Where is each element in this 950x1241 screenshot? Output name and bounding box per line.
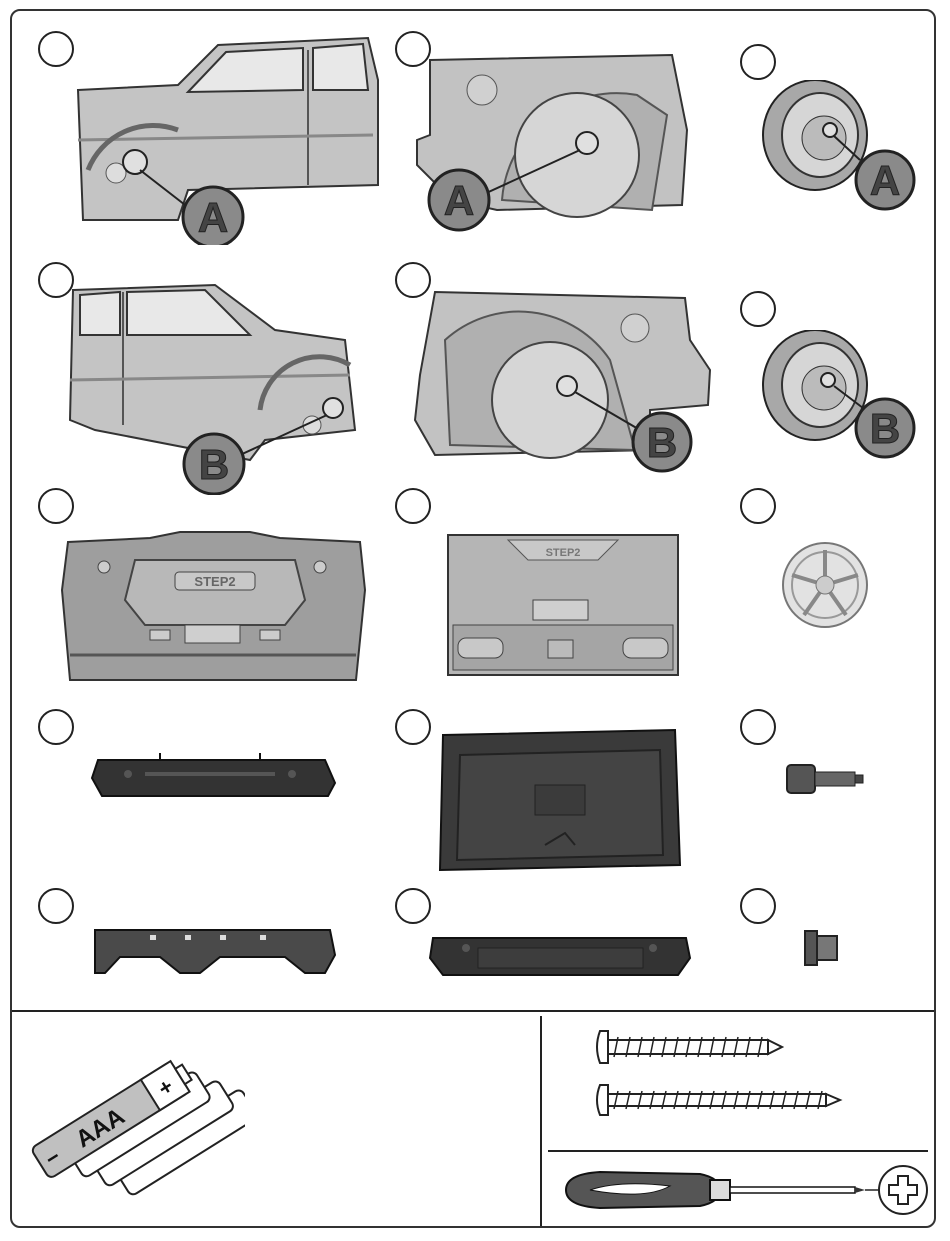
svg-text:A: A: [198, 194, 228, 241]
callout-a: A: [429, 170, 489, 230]
callout-a: A: [856, 151, 914, 209]
left-rear-fender: A: [412, 40, 702, 240]
long-screw-icon: [594, 1083, 844, 1117]
part-number-circle: [395, 709, 431, 745]
phillips-screwdriver-icon: [560, 1160, 930, 1220]
part-number-circle: [740, 888, 776, 924]
part-number-circle: [740, 291, 776, 327]
callout-b: B: [633, 413, 691, 471]
axle-bolt: [785, 760, 865, 800]
right-rear-fender: B: [405, 280, 715, 475]
tools-divider: [548, 1150, 928, 1152]
part-number-circle: [38, 888, 74, 924]
long-screw-icon: [594, 1027, 784, 1067]
svg-text:STEP2: STEP2: [194, 574, 235, 589]
part-number-circle: [38, 709, 74, 745]
svg-text:A: A: [444, 177, 474, 224]
battery-compartment-cover: [435, 725, 685, 875]
part-number-circle: [740, 44, 776, 80]
front-bumper-grille: STEP2: [60, 530, 370, 685]
rear-wheel-a: A: [760, 80, 920, 215]
phillips-head-icon: [879, 1166, 927, 1214]
aaa-battery-icon: AAA + −: [25, 1055, 245, 1200]
rear-mount-bracket: [90, 925, 340, 980]
part-number-circle: [740, 709, 776, 745]
callout-a: A: [183, 187, 243, 245]
rear-step-bar: [428, 930, 693, 980]
callout-b: B: [856, 399, 914, 457]
part-number-circle: [395, 488, 431, 524]
hardware-column-divider: [540, 1016, 542, 1226]
callout-b: B: [184, 434, 244, 494]
hubcap-rim: [780, 540, 870, 630]
rear-wheel-b: B: [760, 330, 920, 465]
svg-text:STEP2: STEP2: [546, 547, 581, 559]
svg-text:B: B: [870, 405, 900, 452]
front-step-bar: [90, 748, 340, 800]
right-body-side-panel: B: [65, 280, 365, 495]
tailgate: STEP2: [438, 530, 688, 680]
svg-text:B: B: [199, 441, 229, 488]
part-number-circle: [395, 888, 431, 924]
hub-cap-nut: [803, 928, 843, 968]
svg-text:B: B: [647, 419, 677, 466]
part-number-circle: [740, 488, 776, 524]
left-body-side-panel: A: [68, 30, 388, 245]
hardware-divider: [12, 1010, 934, 1012]
svg-text:A: A: [870, 157, 900, 204]
